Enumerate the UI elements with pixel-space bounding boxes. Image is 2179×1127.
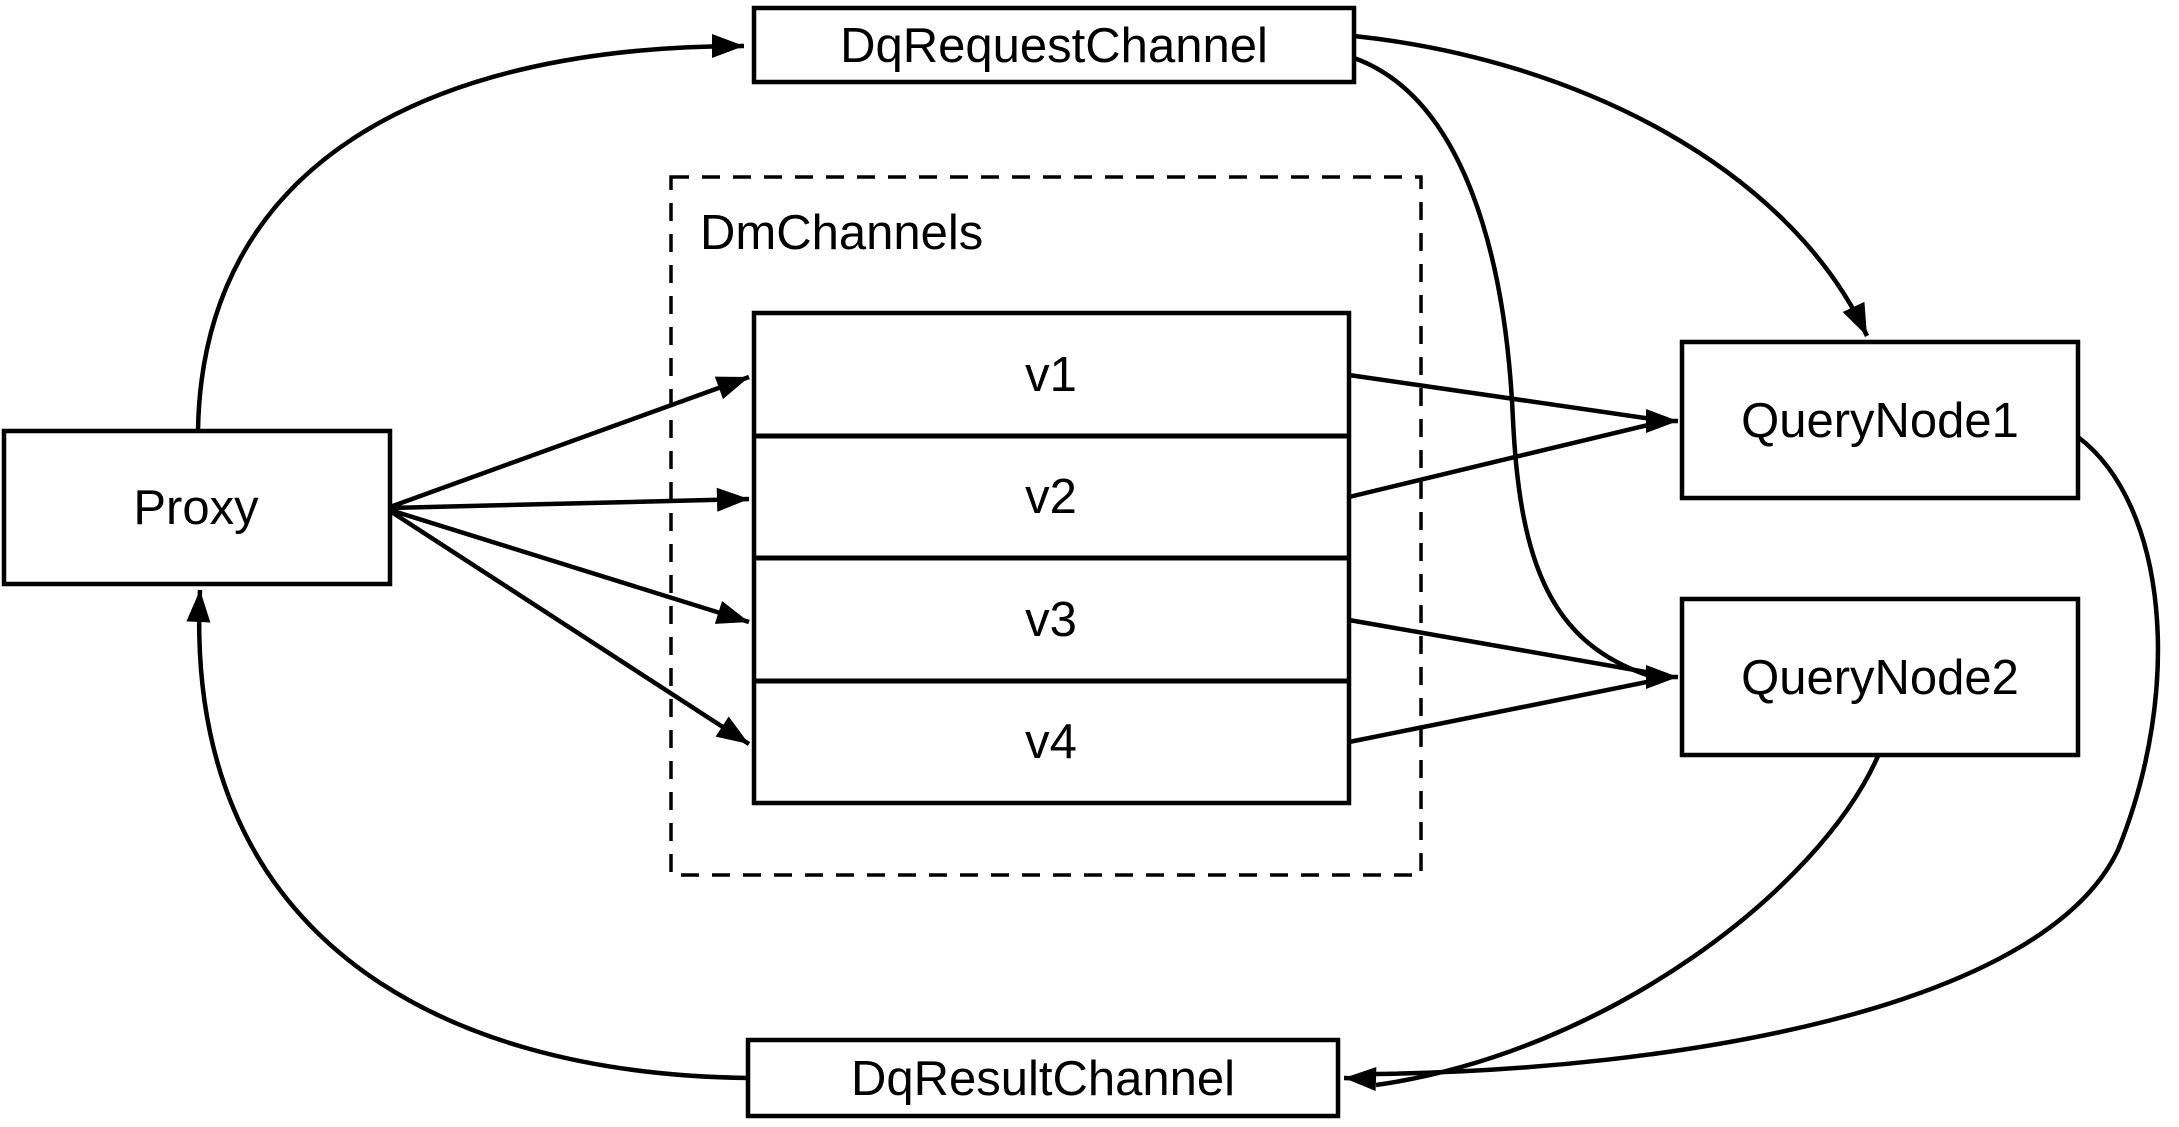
edge-dq-result-channel-to-proxy bbox=[186, 589, 749, 1081]
proxy-label: Proxy bbox=[133, 481, 259, 535]
channel-v2-label: v2 bbox=[1025, 470, 1077, 524]
edge-dq-request-channel-to-query-node-2 bbox=[1353, 55, 1651, 679]
edge-proxy-to-v1 bbox=[389, 374, 750, 510]
channel-v3-label: v3 bbox=[1025, 593, 1077, 647]
channel-v4-label: v4 bbox=[1025, 715, 1077, 769]
dq-request-channel-border bbox=[751, 5, 1357, 85]
edge-v4-to-query-node-2 bbox=[1348, 678, 1653, 745]
group-dm-channels: DmChannels bbox=[669, 175, 1423, 877]
edge-arrow-into-dq-result-channel bbox=[1343, 1067, 1377, 1091]
channel-v1-label: v1 bbox=[1025, 348, 1077, 402]
query-node-2-label: QueryNode2 bbox=[1741, 651, 2019, 705]
edge-proxy-to-dq-request-channel bbox=[195, 34, 745, 432]
edge-v1-to-query-node-1 bbox=[1348, 372, 1653, 422]
edge-proxy-to-v2 bbox=[389, 487, 750, 512]
node-dq-result-channel: DqResultChannel bbox=[745, 1037, 1341, 1119]
edge-v2-to-query-node-1 bbox=[1348, 421, 1653, 500]
edge-query-node-1-to-dq-result-channel bbox=[1375, 435, 2161, 1077]
node-query-node-2: QueryNode2 bbox=[1679, 596, 2081, 758]
node-query-node-1: QueryNode1 bbox=[1679, 339, 2081, 501]
dm-channels-dashed-border bbox=[669, 175, 1423, 877]
node-proxy: Proxy bbox=[1, 428, 393, 587]
edge-proxy-to-v4 bbox=[388, 509, 751, 746]
edges bbox=[186, 33, 2161, 1091]
proxy-border bbox=[1, 428, 393, 587]
query-node-1-label: QueryNode1 bbox=[1741, 394, 2019, 448]
node-channel-stack: v1 v2 v3 v4 bbox=[751, 310, 1352, 806]
edge-dq-request-channel-to-query-node-1 bbox=[1353, 33, 1870, 337]
node-dq-request-channel: DqRequestChannel bbox=[751, 5, 1357, 85]
edge-query-node-2-to-dq-result-channel bbox=[1375, 755, 1881, 1088]
dq-request-channel-label: DqRequestChannel bbox=[840, 19, 1268, 73]
query-node-1-border bbox=[1679, 339, 2081, 501]
edge-proxy-to-v3 bbox=[389, 507, 750, 625]
edge-v3-to-query-node-2 bbox=[1348, 617, 1653, 676]
dq-result-channel-label: DqResultChannel bbox=[851, 1052, 1235, 1106]
dq-result-channel-border bbox=[745, 1037, 1341, 1119]
query-node-2-border bbox=[1679, 596, 2081, 758]
dm-channels-group-label: DmChannels bbox=[700, 206, 983, 260]
